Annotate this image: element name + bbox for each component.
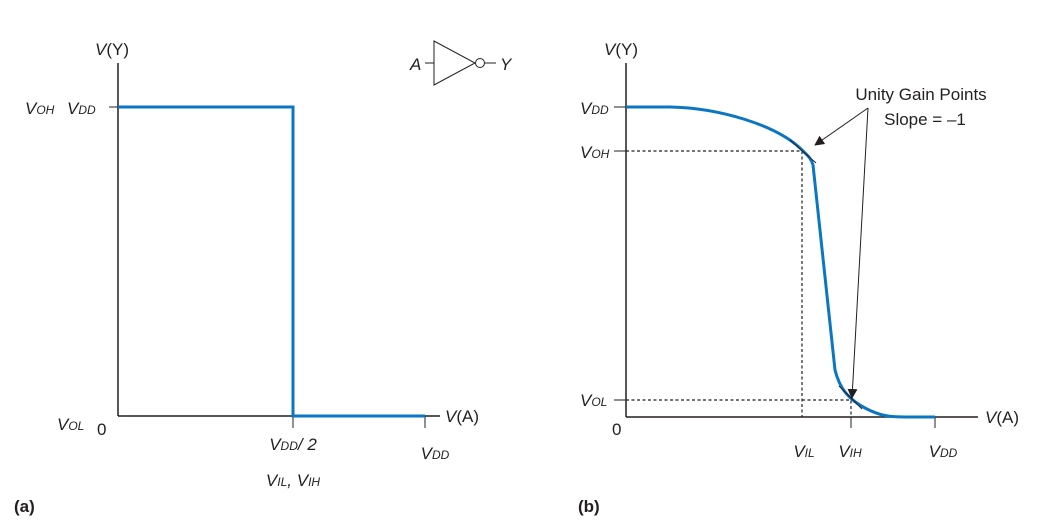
- inverter-symbol-icon: A Y: [409, 40, 513, 86]
- label-vdd-y: VDD: [67, 99, 96, 118]
- label-zero: 0: [612, 420, 621, 439]
- panel-a: V(Y) V(A) VOH VDD VOL 0 VDD/ 2 VIL, VIH …: [14, 40, 513, 516]
- x-axis-label: V(A): [445, 407, 479, 426]
- label-vil: VIL: [793, 442, 814, 461]
- voh-vil-guide: [626, 150, 803, 417]
- panel-b-label: (b): [578, 497, 600, 516]
- label-vol: VOL: [580, 391, 607, 410]
- label-vol: VOL: [57, 415, 84, 434]
- tangent-line-upper: [789, 139, 817, 164]
- panel-b: Unity Gain Points Slope = –1 V(Y) V(A) V…: [578, 40, 1019, 516]
- real-transfer-curve: [626, 105, 935, 419]
- y-axis-label: V(Y): [604, 40, 638, 59]
- label-voh: VOH: [580, 143, 610, 162]
- inverter-output-label: Y: [500, 55, 513, 74]
- label-zero: 0: [97, 420, 106, 439]
- ideal-transfer-curve: [118, 105, 425, 418]
- annotation-unity-gain: Unity Gain Points: [855, 85, 986, 104]
- arrow-upper-icon: [814, 107, 869, 146]
- label-vih: VIH: [838, 442, 862, 461]
- vol-vih-guide: [626, 399, 852, 417]
- label-vdd-x: VDD: [929, 442, 958, 461]
- arrow-lower-icon: [847, 107, 869, 399]
- y-axis-label: V(Y): [95, 40, 129, 59]
- label-vdd-half: VDD/ 2: [269, 435, 317, 454]
- tangent-line-lower: [838, 385, 863, 410]
- panel-a-label: (a): [14, 497, 35, 516]
- label-vdd-y: VDD: [580, 99, 609, 118]
- label-vdd-x: VDD: [421, 444, 450, 463]
- x-axis-label: V(A): [985, 408, 1019, 427]
- label-vil-vih: VIL, VIH: [266, 471, 320, 490]
- annotation-slope: Slope = –1: [884, 110, 966, 129]
- inverter-input-label: A: [409, 55, 421, 74]
- label-voh: VOH: [25, 99, 55, 118]
